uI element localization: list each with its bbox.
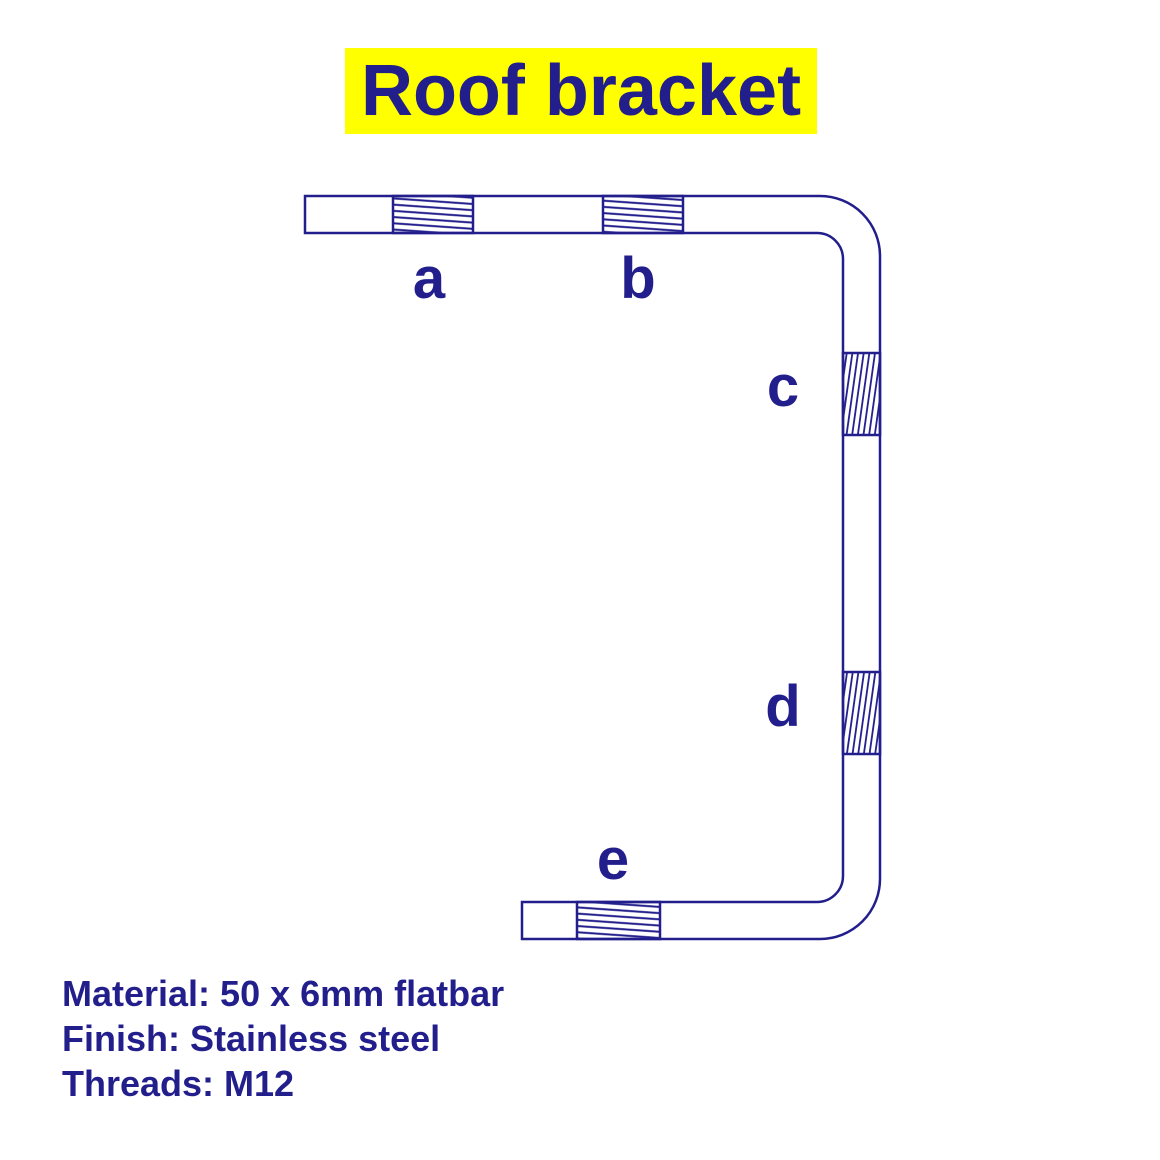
label-c: c	[766, 354, 800, 419]
spec-line-threads: Threads: M12	[62, 1063, 295, 1104]
thread-section-d	[841, 670, 882, 756]
thread-section-c	[841, 351, 882, 437]
thread-section-a	[391, 194, 475, 235]
label-e: e	[596, 827, 630, 892]
label-a: a	[412, 246, 446, 311]
thread-section-e	[575, 900, 662, 941]
thread-section-b	[601, 194, 685, 235]
page-title: Roof bracket	[360, 51, 802, 131]
spec-line-material: Material: 50 x 6mm flatbar	[62, 973, 505, 1014]
label-b: b	[620, 246, 656, 311]
spec-line-finish: Finish: Stainless steel	[62, 1018, 441, 1059]
label-d: d	[765, 674, 801, 739]
specs-block: Material: 50 x 6mm flatbar Finish: Stain…	[62, 971, 504, 1106]
bracket-outline	[303, 194, 882, 941]
title-banner: Roof bracket	[345, 48, 817, 134]
